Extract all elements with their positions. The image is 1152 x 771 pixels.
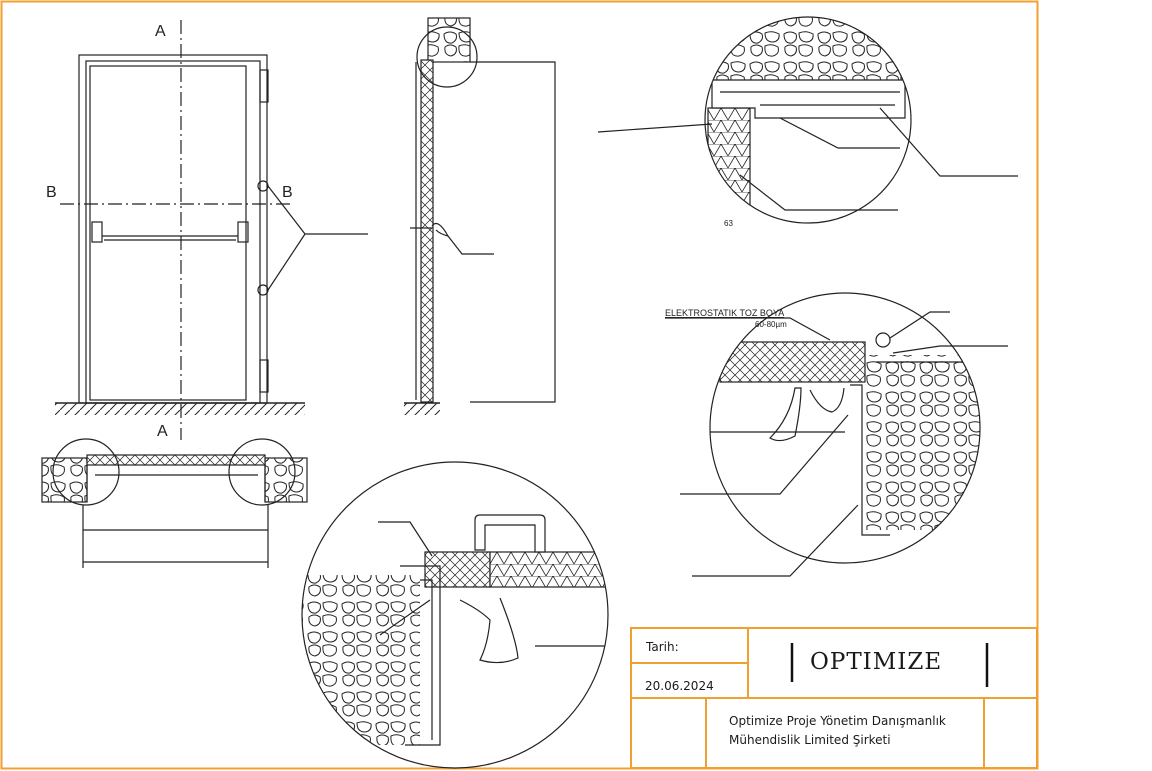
section-mark-b-left: B bbox=[46, 184, 57, 201]
section-mark-a-top: A bbox=[155, 23, 166, 40]
front-elevation bbox=[55, 20, 368, 440]
paint-label: ELEKTROSTATIK TOZ BOYA bbox=[665, 308, 784, 318]
date-value: 20.06.2024 bbox=[645, 679, 714, 693]
frame-width-dimension: 63 bbox=[724, 219, 733, 228]
title-block bbox=[630, 627, 1038, 769]
side-section bbox=[404, 17, 556, 415]
detail-circle-top bbox=[597, 16, 1018, 224]
company-name-line2: Mühendislik Limited Şirketi bbox=[729, 733, 891, 747]
section-mark-b-right: B bbox=[282, 184, 293, 201]
logo-text: OPTIMIZE bbox=[810, 649, 943, 675]
detail-circle-middle bbox=[665, 292, 1008, 577]
sheet-border bbox=[0, 0, 1039, 770]
paint-thickness: 60-80µm bbox=[755, 320, 787, 329]
plan-section bbox=[41, 438, 308, 568]
section-mark-a-bottom: A bbox=[157, 423, 168, 440]
date-label: Tarih: bbox=[646, 640, 679, 654]
company-name-line1: Optimize Proje Yönetim Danışmanlık bbox=[729, 714, 946, 728]
logo-bars bbox=[790, 643, 989, 687]
detail-circle-bottom bbox=[301, 461, 609, 769]
